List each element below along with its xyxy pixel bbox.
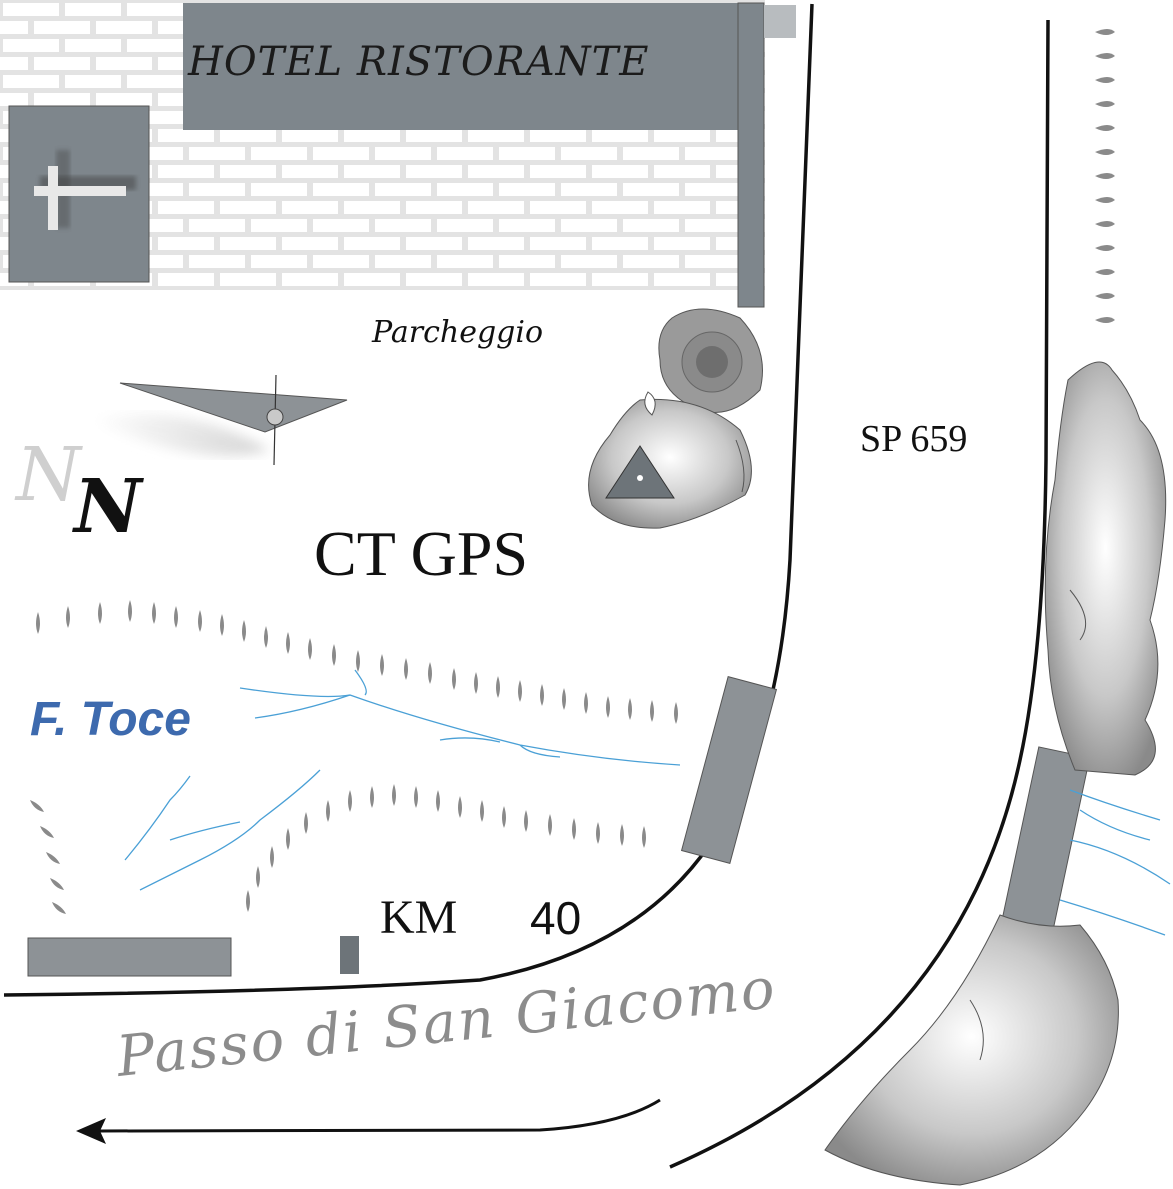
embankment-hachures-right — [1095, 29, 1115, 323]
road-edge-outer — [669, 19, 1050, 1169]
km-value: 40 — [530, 892, 582, 944]
hotel-sign-label: HOTEL RISTORANTE — [188, 39, 650, 85]
hotel-building — [183, 3, 761, 130]
rocky-shore — [824, 361, 1167, 1186]
road-label: SP 659 — [860, 418, 968, 460]
riverbank-hachures-lower — [30, 784, 646, 914]
compass-north-icon — [90, 374, 348, 466]
hotel-side-wing — [737, 2, 765, 308]
building-bottom-left — [27, 937, 232, 977]
riverbank-hachures-upper — [36, 600, 678, 724]
river-label: F. Toce — [30, 693, 191, 746]
km-label: KM — [380, 891, 458, 944]
north-shadow-label: N — [16, 432, 81, 518]
river-streams — [124, 669, 1171, 936]
bridge-block-left — [680, 675, 778, 865]
site-label: CT GPS — [314, 518, 529, 589]
hotel-roof-corner — [764, 5, 796, 38]
km-post — [340, 936, 359, 974]
church-cross-icon — [34, 150, 136, 230]
parking-label: Parcheggio — [372, 315, 544, 350]
gps-triangle-icon — [605, 445, 675, 499]
direction-arrow-icon — [76, 1098, 661, 1144]
north-label: N — [74, 464, 142, 550]
